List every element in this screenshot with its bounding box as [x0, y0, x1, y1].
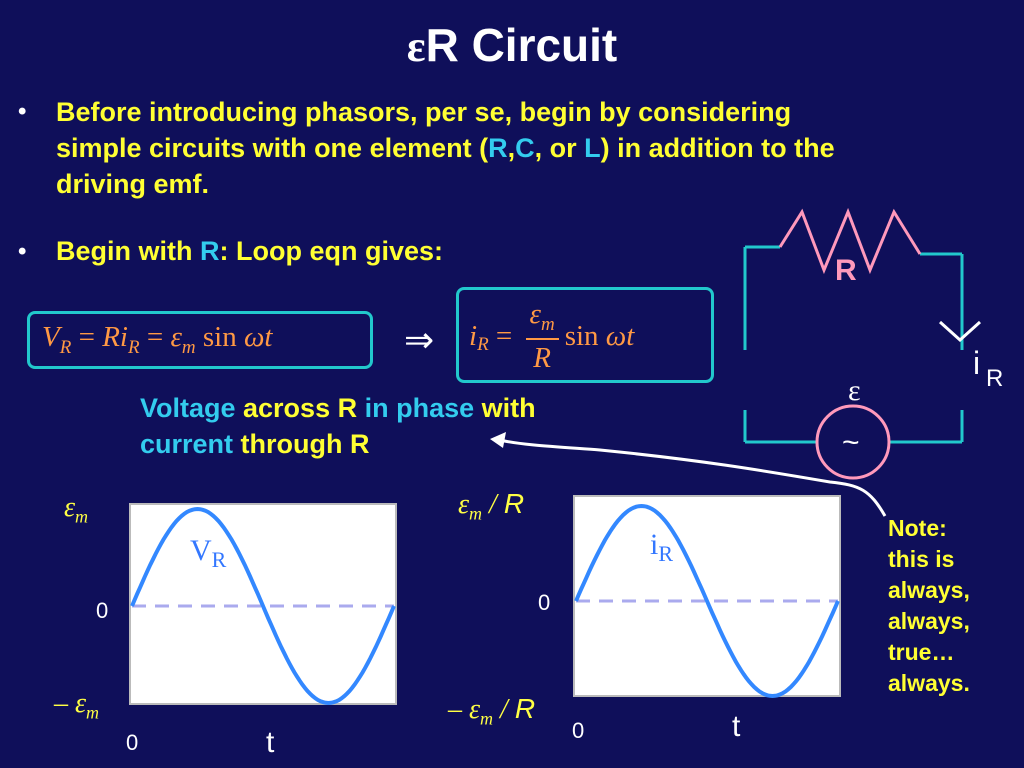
resistor-label: R — [835, 254, 857, 287]
circuit-diagram: R i R ε ~ — [743, 207, 1003, 480]
right-plot-sine-trace — [574, 503, 840, 699]
current-label-sub: R — [986, 365, 1003, 392]
equation-vr: VR = RiR = εm sin ωt — [42, 321, 273, 358]
element-r: R — [488, 133, 508, 163]
left-plot-zero-y: 0 — [96, 598, 109, 623]
right-plot-ymin-label: – εm / R — [448, 693, 536, 729]
pointer-curve — [499, 438, 887, 517]
bullet-marker-1: • — [18, 98, 27, 125]
circuit-wires — [743, 245, 964, 444]
note-text: Note: this is always, always, true… alwa… — [888, 515, 970, 696]
left-plot-sine-trace — [130, 506, 396, 706]
source-tilde: ~ — [842, 426, 860, 459]
right-plot — [573, 495, 841, 699]
current-label: i — [973, 345, 980, 381]
left-plot-xlabel: t — [266, 726, 275, 759]
resistor-zigzag — [778, 207, 922, 275]
element-c: C — [515, 133, 535, 163]
left-plot-frame — [129, 503, 397, 705]
bullet-1-line-1: Before introducing phasors, per se, begi… — [56, 97, 792, 127]
pointer-arrowhead-icon — [490, 432, 506, 448]
right-plot-ymax-label: εm / R — [458, 488, 525, 524]
current-arrow-icon — [938, 320, 982, 343]
left-plot-trace-label: VR — [190, 534, 227, 572]
bullet-1-line-2: simple circuits with one element (R,C, o… — [56, 133, 835, 163]
bullet-1-line-3: driving emf. — [56, 169, 210, 199]
slide-title: εR Circuit — [0, 18, 1024, 72]
bullet-1: Before introducing phasors, per se, begi… — [56, 94, 996, 202]
element-l: L — [584, 133, 601, 163]
left-plot-ymax-label: εm — [64, 492, 89, 527]
right-plot-xlabel: t — [732, 710, 741, 743]
phase-statement: Voltage across R in phase with current t… — [140, 393, 536, 459]
equation-box-1: VR = RiR = εm sin ωt — [27, 311, 373, 369]
left-plot-zero-x: 0 — [126, 730, 139, 755]
bullet-marker-2: • — [18, 238, 27, 265]
right-plot-trace-label: iR — [650, 528, 674, 566]
right-plot-zero-x: 0 — [572, 718, 585, 743]
ac-source-circle — [815, 404, 891, 480]
title-epsilon: ε — [406, 22, 426, 71]
implies-arrow: ⇒ — [404, 320, 435, 361]
left-plot-ymin-label: – εm — [54, 688, 100, 723]
bullet-2: Begin with R: Loop eqn gives: — [56, 236, 444, 266]
right-plot-zero-y: 0 — [538, 590, 551, 615]
source-emf-label: ε — [848, 374, 861, 407]
bullet-2-r: R — [200, 236, 220, 266]
title-text: R Circuit — [425, 19, 618, 71]
left-plot — [129, 503, 397, 706]
